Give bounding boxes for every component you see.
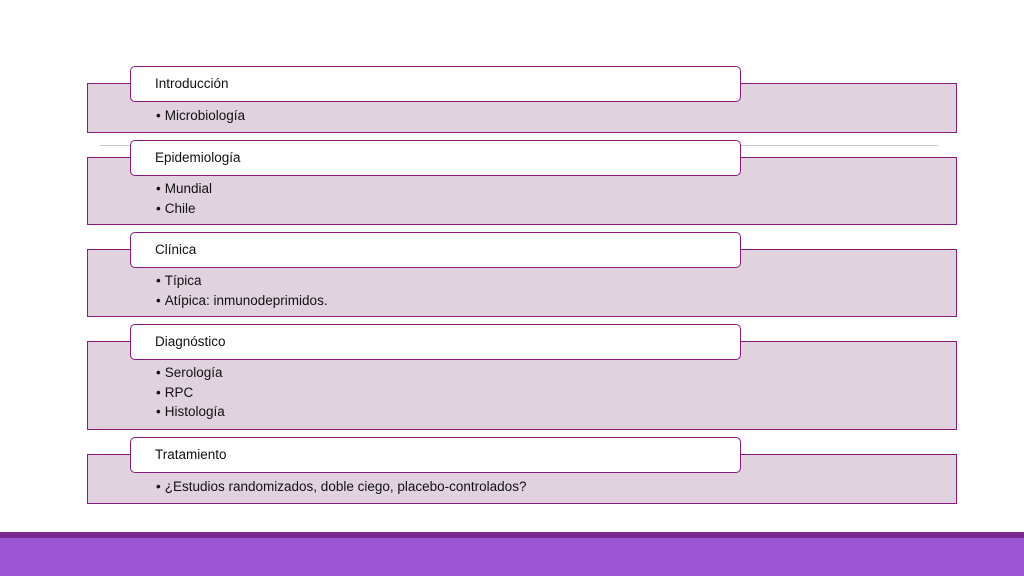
section-list-clinica: Típica Atípica: inmunodeprimidos. [156,271,328,310]
list-item: RPC [156,383,225,403]
section-title-introduccion: Introducción [130,66,741,102]
section-title-epidemiologia: Epidemiología [130,140,741,176]
section-list-tratamiento: ¿Estudios randomizados, doble ciego, pla… [156,477,527,497]
list-item: Microbiología [156,106,245,126]
list-item: Típica [156,271,328,291]
list-item: Atípica: inmunodeprimidos. [156,291,328,311]
footer-bar [0,538,1024,576]
list-item: Chile [156,199,212,219]
list-item: Serología [156,363,225,383]
section-list-diagnostico: Serología RPC Histología [156,363,225,422]
list-item: ¿Estudios randomizados, doble ciego, pla… [156,477,527,497]
section-list-epidemiologia: Mundial Chile [156,179,212,218]
section-title-diagnostico: Diagnóstico [130,324,741,360]
section-title-clinica: Clínica [130,232,741,268]
section-list-introduccion: Microbiología [156,106,245,126]
list-item: Mundial [156,179,212,199]
list-item: Histología [156,402,225,422]
footer-accent-line [0,532,1024,538]
section-title-tratamiento: Tratamiento [130,437,741,473]
